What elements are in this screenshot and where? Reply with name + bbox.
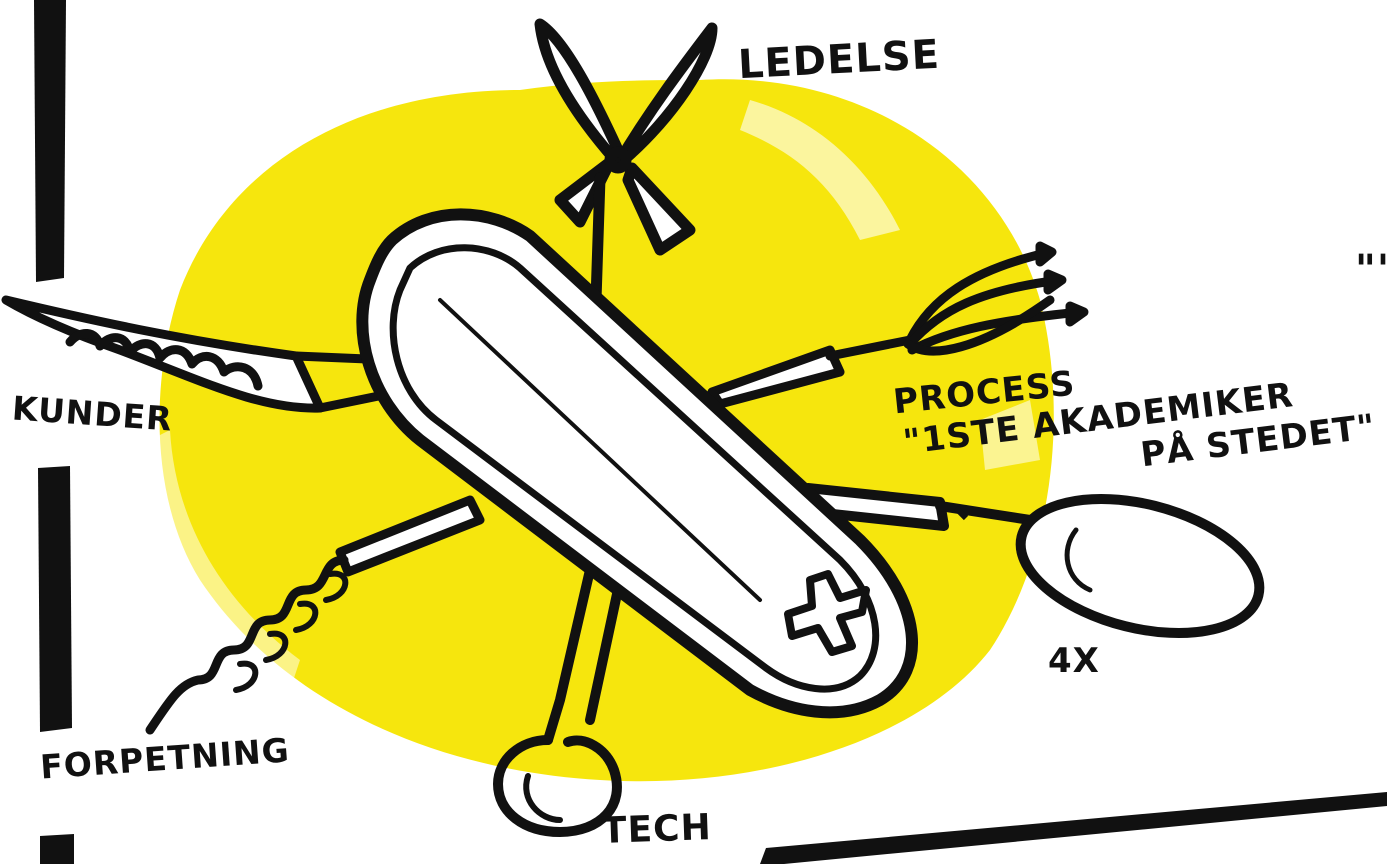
frame-bar-top (34, 0, 66, 282)
left-frame-bars (34, 0, 74, 864)
bottom-frame-line (760, 792, 1387, 864)
label-ledelse: LEDELSE (737, 35, 941, 86)
frame-bar-bottom (40, 834, 74, 864)
label-kunder: KUNDER (11, 391, 174, 435)
label-edge-quote: "' (1355, 250, 1387, 290)
frame-bar-middle (38, 466, 72, 732)
label-tech: TECH (601, 810, 712, 850)
label-4x: 4X (1048, 644, 1100, 678)
